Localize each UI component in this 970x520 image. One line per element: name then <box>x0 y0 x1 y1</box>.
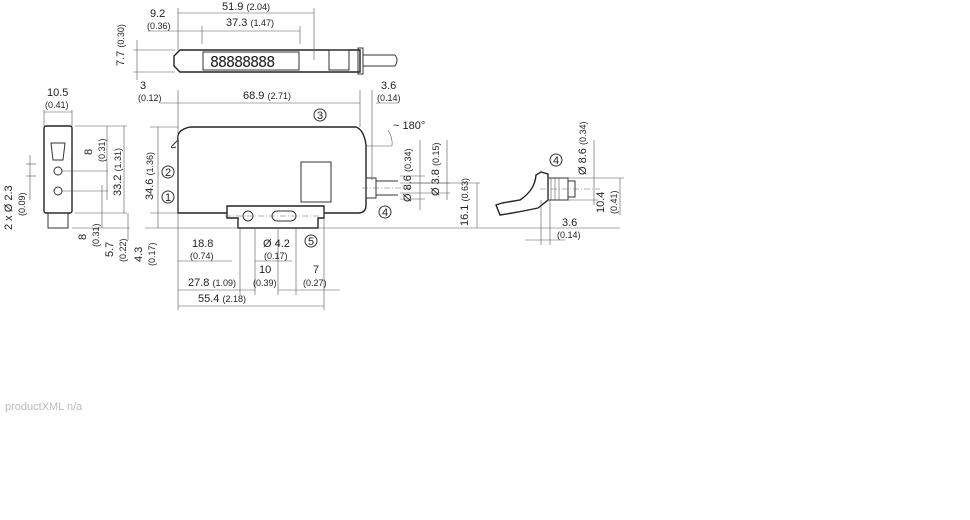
dim-end-base-mm: 5.7 <box>104 242 116 257</box>
side-view <box>145 90 620 310</box>
dim-side-height: 34.6 (1.36) <box>144 152 156 200</box>
svg-text:5: 5 <box>308 236 314 248</box>
dim-mount-b-in: (0.39) <box>253 278 277 288</box>
connector-view <box>495 140 624 245</box>
dim-cable-outer: Ø 8.6 (0.34) <box>402 149 414 202</box>
dim-top-display: 37.3 (1.47) <box>226 17 274 29</box>
dim-side-base-in: (0.17) <box>147 242 157 266</box>
dim-end-height: 33.2 (1.31) <box>112 148 124 196</box>
svg-text:3: 3 <box>317 110 323 122</box>
callout-1: 1 <box>161 190 175 204</box>
dim-cable-height: 16.1 (0.63) <box>459 178 471 226</box>
dim-conn-len-in: (0.14) <box>557 230 581 240</box>
dim-end-hole-bottom-in: (0.31) <box>91 223 101 247</box>
dim-top-height: 7.7 (0.30) <box>115 24 127 66</box>
dim-mount-hole-mm: Ø 4.2 <box>263 238 290 250</box>
dim-end-holes-in: (0.09) <box>17 192 27 216</box>
dim-side-left-gap-in: (0.12) <box>138 93 162 103</box>
dim-end-hole-bottom-mm: 8 <box>77 234 89 240</box>
dim-mount-a-in: (0.74) <box>190 251 214 261</box>
dim-angle: ~ 180° <box>393 120 425 132</box>
dim-top-offset-mm: 9.2 <box>150 8 165 20</box>
dim-mount-hole-in: (0.17) <box>264 251 288 261</box>
dim-side-right-gap-in: (0.14) <box>377 93 401 103</box>
dim-conn-dia: Ø 8.6 (0.34) <box>577 122 589 175</box>
display-digits: 88888888 <box>210 53 275 71</box>
dim-top-offset-in: (0.36) <box>147 21 171 31</box>
dim-end-hole-top-in: (0.31) <box>97 138 107 162</box>
dim-mount-c-in: (0.27) <box>303 278 327 288</box>
dim-side-right-gap-mm: 3.6 <box>381 80 396 92</box>
dim-mount-c-mm: 7 <box>313 264 319 276</box>
svg-text:4: 4 <box>382 207 388 219</box>
dim-conn-height-mm: 10.4 <box>595 192 607 213</box>
dim-side-base-mm: 4.3 <box>133 247 145 262</box>
dim-mount-b-mm: 10 <box>259 264 271 276</box>
dim-end-hole-top-mm: 8 <box>83 149 95 155</box>
dim-top-overall: 51.9 (2.04) <box>222 1 270 13</box>
dim-conn-height-in: (0.41) <box>609 190 619 214</box>
callout-4-connector: 4 <box>549 153 563 167</box>
dim-side-left-gap-mm: 3 <box>140 80 146 92</box>
dim-conn-len-mm: 3.6 <box>562 217 577 229</box>
svg-text:1: 1 <box>165 192 171 204</box>
callout-4: 4 <box>378 205 392 219</box>
callout-2: 2 <box>161 165 175 179</box>
dim-end-holes-mm: 2 x Ø 2.3 <box>3 185 15 230</box>
top-view: 88888888 <box>133 8 398 80</box>
callout-3: 3 <box>313 108 327 122</box>
dim-mount-a-mm: 18.8 <box>192 238 213 250</box>
callout-5: 5 <box>304 234 318 248</box>
end-view <box>26 110 130 240</box>
dim-end-base-in: (0.22) <box>118 238 128 262</box>
footer-text: productXML n/a <box>5 401 83 413</box>
dim-end-width-in: (0.41) <box>45 100 69 110</box>
dim-mount-total: 55.4 (2.18) <box>198 293 246 305</box>
svg-text:4: 4 <box>553 155 559 167</box>
svg-text:2: 2 <box>165 167 171 179</box>
dim-end-width-mm: 10.5 <box>47 87 68 99</box>
dim-side-length: 68.9 (2.71) <box>243 90 291 102</box>
dim-cable-inner: Ø 3.8 (0.15) <box>430 143 442 196</box>
dim-mount-d: 27.8 (1.09) <box>188 277 236 289</box>
